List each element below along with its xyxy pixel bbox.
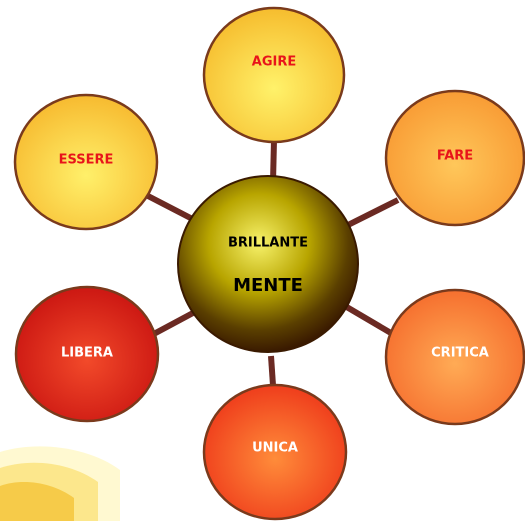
node-agire: AGIRE <box>202 6 346 144</box>
center-line2-label: MENTE <box>233 275 303 296</box>
node-libera-label: LIBERA <box>61 346 113 361</box>
node-fare: FARE <box>384 89 525 227</box>
node-essere-label: ESSERE <box>59 153 114 168</box>
node-critica: CRITICA <box>384 288 525 426</box>
node-unica: UNICA <box>202 383 348 521</box>
node-critica-label: CRITICA <box>431 346 489 361</box>
node-libera: LIBERA <box>14 285 160 423</box>
node-agire-label: AGIRE <box>252 55 296 70</box>
decorative-swoosh <box>0 446 120 521</box>
node-unica-label: UNICA <box>252 441 298 456</box>
node-essere: ESSERE <box>13 93 159 231</box>
center-node: BRILLANTE MENTE <box>177 175 359 353</box>
center-line1-label: BRILLANTE <box>228 236 308 251</box>
node-fare-label: FARE <box>437 149 473 164</box>
